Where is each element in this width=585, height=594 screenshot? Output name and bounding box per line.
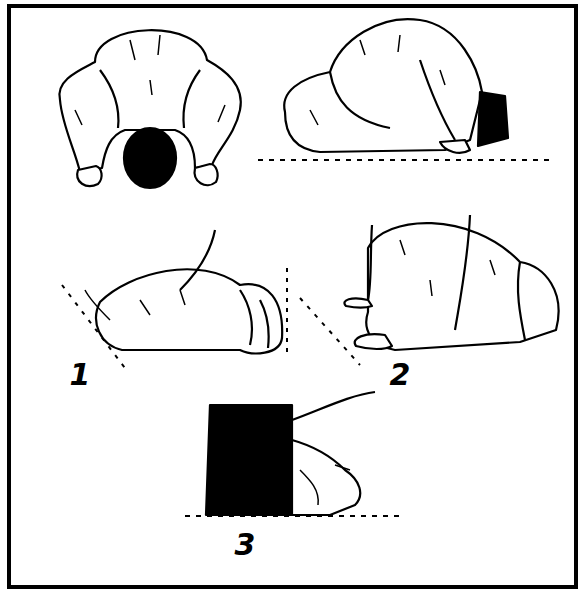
- prostration-front-view: [59, 30, 240, 188]
- prostration-side-view: [258, 19, 550, 160]
- frame: [9, 6, 576, 587]
- hands-view: [300, 215, 559, 365]
- callout-number: 2: [390, 360, 411, 390]
- forehead-on-floor: [185, 392, 400, 516]
- callout-number: 1: [70, 360, 91, 390]
- callout-number: 3: [235, 530, 256, 560]
- feet-view: [62, 230, 287, 372]
